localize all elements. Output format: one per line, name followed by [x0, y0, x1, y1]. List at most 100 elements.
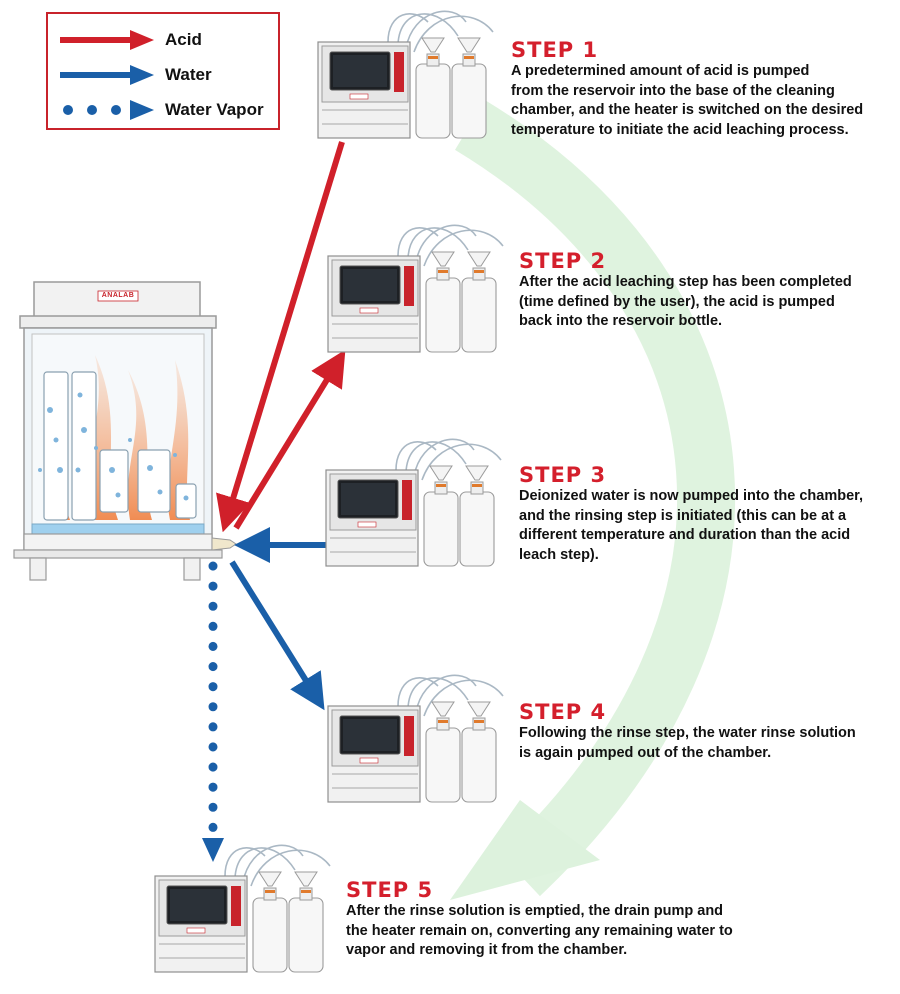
step-line: temperature to initiate the acid leachin… — [511, 121, 849, 138]
step-line: vapor and removing it from the chamber. — [346, 942, 628, 958]
bottle-cap-band — [301, 890, 311, 893]
step-title: STEP 3 — [519, 463, 607, 487]
legend: Acid Water Water Vapor — [46, 12, 280, 130]
step-line: After the rinse solution is emptied, the… — [346, 903, 724, 919]
funnel — [258, 871, 282, 887]
bottle-cap-band — [428, 56, 438, 59]
step-title: STEP 5 — [346, 878, 434, 902]
acid-arrow-step1 — [216, 141, 345, 533]
bottle-cap-band — [438, 720, 448, 723]
acid-arrow-step2 — [233, 349, 346, 530]
step-line: leach step). — [519, 546, 599, 563]
funnel — [431, 701, 455, 717]
reservoir-bottle-left — [252, 897, 288, 973]
funnel — [429, 465, 453, 481]
instrument-unit-step3 — [325, 438, 502, 567]
funnel — [457, 37, 481, 53]
red-panel — [402, 480, 412, 520]
legend-label: Water Vapor — [165, 100, 264, 119]
brand-plate — [349, 93, 369, 100]
screen-glass — [341, 483, 395, 515]
chamber-brand: ANALAB — [101, 292, 135, 299]
reservoir-bottle-right — [461, 727, 497, 803]
step-line: is again pumped out of the chamber. — [519, 744, 772, 761]
process-flow-arc-head — [450, 800, 600, 900]
reservoir-bottle-left — [415, 63, 451, 139]
tubing — [234, 847, 296, 879]
step-title: STEP 1 — [511, 38, 599, 62]
step-line: (time defined by the user), the acid is … — [519, 293, 835, 310]
step-description: A predetermined amount of acid is pumped… — [511, 62, 891, 140]
step-3: STEP 3 Deionized water is now pumped int… — [519, 463, 894, 565]
tubing — [407, 227, 469, 259]
screen-glass — [170, 889, 224, 921]
brand-plate — [359, 307, 379, 314]
step-title: STEP 4 — [519, 700, 607, 724]
screen-glass — [343, 719, 397, 751]
bottle-cap-band — [436, 484, 446, 487]
step-description: After the rinse solution is emptied, the… — [346, 902, 786, 961]
legend-label: Water — [165, 65, 212, 84]
funnel — [465, 465, 489, 481]
step-line: After the acid leaching step has been co… — [519, 274, 852, 290]
bottle-neck — [426, 53, 440, 67]
bottle-neck — [462, 53, 476, 67]
reservoir-bottle-right — [451, 63, 487, 139]
funnel — [467, 701, 491, 717]
bottle-cap-band — [474, 270, 484, 273]
reservoir-bottle-right — [461, 277, 497, 353]
bottle-neck — [472, 267, 486, 281]
step-description: Deionized water is now pumped into the c… — [519, 487, 894, 565]
bottle-cap-band — [438, 270, 448, 273]
bottle-neck — [436, 717, 450, 731]
step-4: STEP 4 Following the rinse step, the wat… — [519, 700, 894, 763]
legend-item-water-vapor: Water Vapor — [48, 96, 282, 126]
bottle-neck — [436, 267, 450, 281]
step-5: STEP 5 After the rinse solution is empti… — [346, 878, 786, 961]
tubing — [413, 15, 494, 53]
screen-glass — [343, 269, 397, 301]
instrument-unit-step4 — [327, 674, 504, 803]
step-2: STEP 2 After the acid leaching step has … — [519, 249, 889, 332]
reservoir-bottle-right — [459, 491, 495, 567]
tubing — [421, 443, 502, 481]
screen-glass — [333, 55, 387, 87]
vapor-arrow-icon — [63, 100, 154, 120]
water-arrow-step4 — [229, 560, 325, 711]
funnel — [421, 37, 445, 53]
acid-arrow-icon — [60, 30, 154, 50]
instrument-unit-step5 — [154, 844, 331, 973]
step-line: chamber, and the heater is switched on t… — [511, 102, 864, 118]
funnel — [467, 251, 491, 267]
tubing — [405, 441, 467, 473]
bottle-neck — [470, 481, 484, 495]
tubing — [423, 229, 504, 267]
vapor-arrow-head — [202, 838, 224, 862]
step-title: STEP 2 — [519, 249, 607, 273]
tubing — [407, 677, 469, 709]
tubing — [250, 849, 331, 887]
legend-label: Acid — [165, 30, 202, 49]
step-line: the heater remain on, converting any rem… — [346, 922, 733, 939]
legend-item-water: Water — [48, 61, 282, 91]
brand-plate — [357, 521, 377, 528]
process-flow-arc — [454, 100, 735, 897]
funnel — [294, 871, 318, 887]
red-panel — [394, 52, 404, 92]
reservoir-bottle-right — [288, 897, 324, 973]
instrument-unit-step1 — [317, 10, 494, 139]
step-line: and the rinsing step is initiated (this … — [519, 507, 847, 524]
tubing — [397, 13, 459, 45]
step-description: After the acid leaching step has been co… — [519, 273, 889, 332]
red-panel — [404, 266, 414, 306]
bottle-neck — [263, 887, 277, 901]
instrument-unit-step2 — [327, 224, 504, 353]
red-panel — [231, 886, 241, 926]
red-panel — [404, 716, 414, 756]
step-1: STEP 1 A predetermined amount of acid is… — [511, 38, 891, 140]
step-line: different temperature and duration than … — [519, 527, 851, 543]
brand-plate — [359, 757, 379, 764]
step-description: Following the rinse step, the water rins… — [519, 724, 894, 763]
brand-plate — [186, 927, 206, 934]
